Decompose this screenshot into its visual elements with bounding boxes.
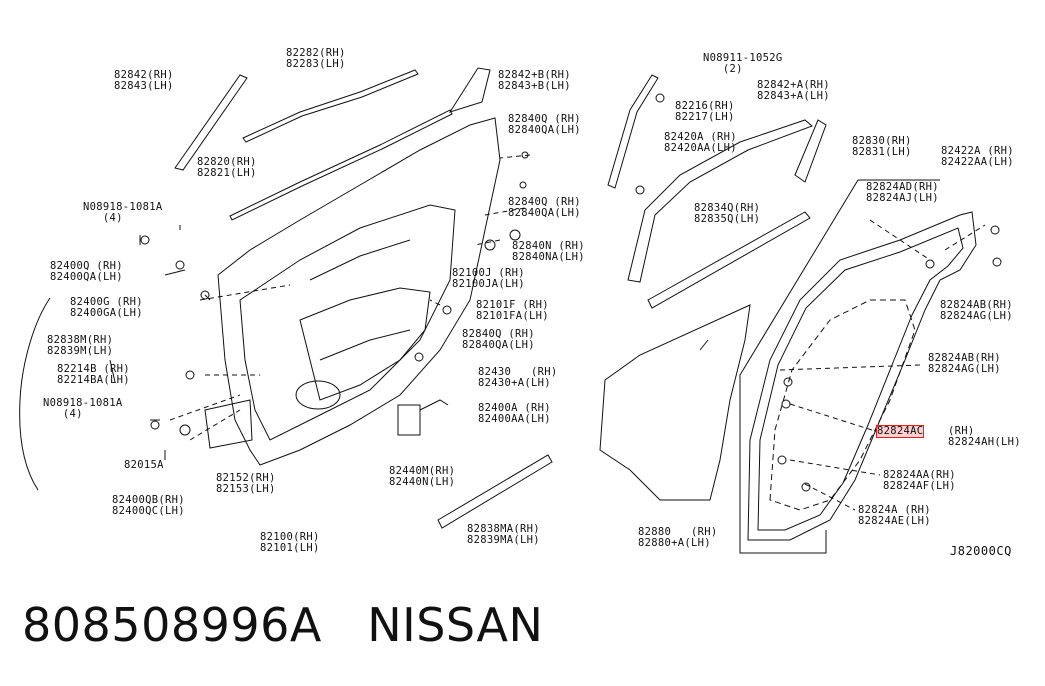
label-82824ab-1: 82824AB(RH) 82824AG(LH) bbox=[940, 299, 1013, 322]
glass-82880 bbox=[599, 304, 751, 501]
label-82842: 82842(RH) 82843(LH) bbox=[114, 69, 174, 92]
label-82838m: 82838M(RH) 82839M(LH) bbox=[47, 334, 114, 357]
moulding-82282 bbox=[242, 69, 419, 143]
label-82824ac-highlighted[interactable]: 82824AC bbox=[875, 425, 925, 438]
label-82840q-1: 82840Q (RH) 82840QA(LH) bbox=[508, 113, 581, 136]
label-82015a: 82015A bbox=[124, 459, 164, 471]
strip-82820 bbox=[229, 109, 453, 221]
label-82840n: 82840N (RH) 82840NA(LH) bbox=[512, 240, 585, 263]
label-08911: N08911-1052G (2) bbox=[703, 52, 783, 75]
part-number: 808508996A bbox=[22, 598, 322, 652]
brand-name: NISSAN bbox=[367, 598, 544, 652]
label-82400g: 82400G (RH) 82400GA(LH) bbox=[70, 296, 143, 319]
label-82824ab-2: 82824AB(RH) 82824AG(LH) bbox=[928, 352, 1001, 375]
label-82214b: 82214B (RH) 82214BA(LH) bbox=[57, 363, 130, 386]
label-82400qb: 82400QB(RH) 82400QC(LH) bbox=[112, 494, 185, 517]
latch-82430 bbox=[397, 404, 421, 436]
callout-labels: 82842(RH) 82843(LH) 82282(RH) 82283(LH) … bbox=[43, 47, 1021, 554]
diagram-code: J82000CQ bbox=[950, 544, 1012, 558]
rail-82152 bbox=[204, 399, 253, 449]
rail-82838ma bbox=[437, 454, 553, 529]
door-shell-82100 bbox=[217, 117, 501, 466]
label-82824a: 82824A (RH) 82824AE(LH) bbox=[858, 504, 931, 527]
label-82820: 82820(RH) 82821(LH) bbox=[197, 156, 257, 179]
sash-82420a bbox=[627, 119, 813, 283]
label-82880: 82880 (RH) 82880+A(LH) bbox=[638, 526, 718, 549]
label-08918-2: N08918-1081A (4) bbox=[43, 397, 123, 420]
corner-82842a bbox=[794, 119, 827, 183]
corner-82842b bbox=[448, 67, 491, 113]
label-82400q: 82400Q (RH) 82400QA(LH) bbox=[50, 260, 123, 283]
label-82282: 82282(RH) 82283(LH) bbox=[286, 47, 346, 70]
label-82100: 82100(RH) 82101(LH) bbox=[260, 531, 320, 554]
label-82842b: 82842+B(RH) 82843+B(LH) bbox=[498, 69, 571, 92]
channel-82834q bbox=[647, 211, 811, 309]
label-82216: 82216(RH) 82217(LH) bbox=[675, 100, 735, 123]
label-82840q-3: 82840Q (RH) 82840QA(LH) bbox=[462, 328, 535, 351]
label-82824aa: 82824AA(RH) 82824AF(LH) bbox=[883, 469, 956, 492]
glass-strip-82842 bbox=[174, 74, 248, 171]
label-82824ad: 82824AD(RH) 82824AJ(LH) bbox=[866, 181, 939, 204]
label-82830: 82830(RH) 82831(LH) bbox=[852, 135, 912, 158]
label-82838ma: 82838MA(RH) 82839MA(LH) bbox=[467, 523, 540, 546]
part-caption: 808508996A NISSAN bbox=[22, 598, 543, 652]
label-82840q-2: 82840Q (RH) 82840QA(LH) bbox=[508, 196, 581, 219]
label-82152: 82152(RH) 82153(LH) bbox=[216, 472, 276, 495]
label-82834q: 82834Q(RH) 82835Q(LH) bbox=[694, 202, 761, 225]
label-82422a: 82422A (RH) 82422AA(LH) bbox=[941, 145, 1014, 168]
label-82100j: 82100J (RH) 82100JA(LH) bbox=[452, 267, 525, 290]
label-82842a: 82842+A(RH) 82843+A(LH) bbox=[757, 79, 830, 102]
label-82430: 82430 (RH) 82430+A(LH) bbox=[478, 366, 558, 389]
label-82824ah: (RH) 82824AH(LH) bbox=[948, 425, 1021, 448]
label-82440m: 82440M(RH) 82440N(LH) bbox=[389, 465, 456, 488]
label-82101f: 82101F (RH) 82101FA(LH) bbox=[476, 299, 549, 322]
strip-82216 bbox=[607, 74, 659, 189]
weatherstrip-82830 bbox=[747, 211, 977, 541]
wire-82838m bbox=[19, 297, 51, 491]
label-08918-1: N08918-1081A (4) bbox=[83, 201, 163, 224]
label-82400a: 82400A (RH) 82400AA(LH) bbox=[478, 402, 551, 425]
label-82420a: 82420A (RH) 82420AA(LH) bbox=[664, 131, 737, 154]
